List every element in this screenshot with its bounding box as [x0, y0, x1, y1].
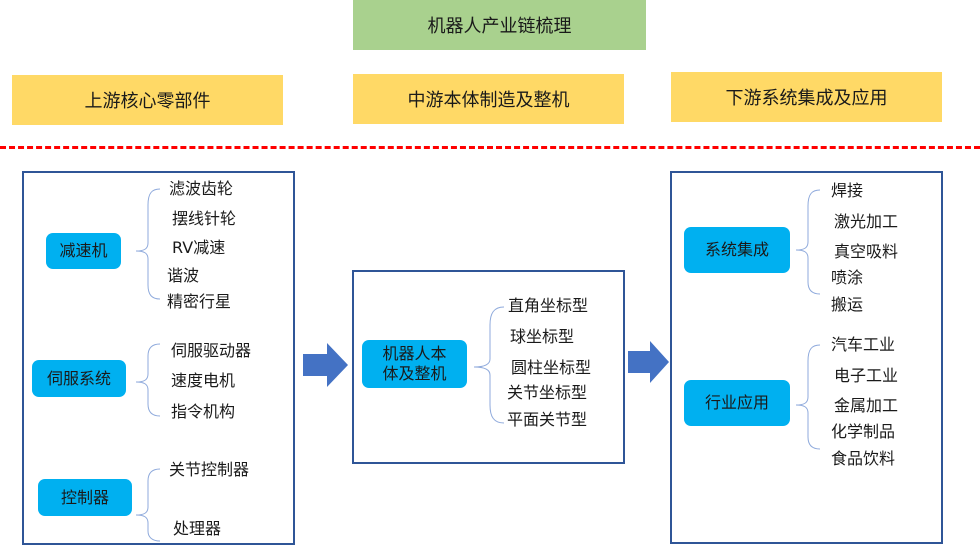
leaf-reducer-2: 摆线针轮: [172, 209, 237, 228]
leaf-integration-4: 喷涂: [831, 268, 864, 287]
node-industry-application: 行业应用: [684, 380, 790, 426]
node-robot-body: 机器人本 体及整机: [362, 340, 467, 388]
node-servo-label: 伺服系统: [46, 368, 111, 388]
leaf-reducer-1: 滤波齿轮: [169, 179, 234, 198]
leaf-integration-1: 焊接: [831, 181, 864, 200]
arrow-midstream-to-downstream: [628, 341, 669, 383]
leaf-robot-type-1: 直角坐标型: [508, 296, 589, 315]
brace-industry-application: [795, 344, 821, 450]
stage-upstream-label: 上游核心零部件: [84, 91, 211, 112]
brace-controller-path: [135, 468, 161, 542]
node-reducer: 减速机: [46, 233, 121, 269]
brace-reducer: [135, 188, 161, 300]
leaf-integration-3: 真空吸料: [834, 242, 899, 261]
leaf-reducer-4: 谐波: [167, 266, 200, 285]
leaf-servo-2: 速度电机: [171, 371, 236, 390]
leaf-industry-2: 电子工业: [834, 366, 899, 385]
brace-robot-body: [473, 306, 505, 424]
node-robot-body-line-2: 体及整机: [382, 364, 447, 383]
node-robot-body-line-1: 机器人本: [382, 344, 447, 363]
leaf-servo-1: 伺服驱动器: [171, 341, 252, 360]
node-controller: 控制器: [38, 479, 132, 516]
leaf-integration-2: 激光加工: [834, 212, 899, 231]
node-system-integration-label: 系统集成: [704, 240, 769, 259]
dashed-divider: [0, 146, 980, 149]
leaf-robot-type-2: 球坐标型: [510, 327, 575, 346]
node-controller-label: 控制器: [60, 487, 109, 507]
node-servo: 伺服系统: [32, 360, 126, 397]
leaf-controller-2: 处理器: [173, 519, 222, 538]
brace-servo: [135, 343, 161, 417]
stage-midstream-label: 中游本体制造及整机: [407, 90, 570, 111]
brace-system-integration: [795, 189, 821, 295]
leaf-industry-4: 化学制品: [831, 422, 896, 441]
brace-servo-path: [135, 343, 161, 417]
stage-midstream-header: 中游本体制造及整机: [353, 74, 624, 124]
leaf-robot-type-3: 圆柱坐标型: [511, 358, 592, 377]
leaf-reducer-3: RV减速: [172, 238, 226, 257]
brace-industry-application-path: [795, 344, 821, 450]
diagram-title-text: 机器人产业链梳理: [427, 16, 572, 37]
stage-downstream-header: 下游系统集成及应用: [671, 72, 942, 122]
brace-system-integration-path: [795, 189, 821, 295]
diagram-title: 机器人产业链梳理: [353, 0, 646, 50]
leaf-industry-5: 食品饮料: [831, 449, 896, 468]
leaf-servo-3: 指令机构: [171, 402, 236, 421]
leaf-controller-1: 关节控制器: [169, 460, 250, 479]
brace-reducer-path: [135, 188, 161, 300]
leaf-robot-type-5: 平面关节型: [507, 410, 588, 429]
leaf-robot-type-4: 关节坐标型: [507, 383, 588, 402]
brace-controller: [135, 468, 161, 542]
leaf-integration-5: 搬运: [831, 295, 864, 314]
leaf-industry-1: 汽车工业: [831, 335, 896, 354]
leaf-industry-3: 金属加工: [834, 396, 899, 415]
node-industry-application-label: 行业应用: [704, 393, 769, 412]
stage-upstream-header: 上游核心零部件: [12, 75, 283, 125]
node-reducer-label: 减速机: [59, 241, 108, 260]
node-system-integration: 系统集成: [684, 227, 790, 273]
leaf-reducer-5: 精密行星: [167, 292, 232, 311]
brace-robot-body-path: [473, 306, 505, 424]
stage-downstream-label: 下游系统集成及应用: [725, 88, 888, 109]
arrow-upstream-to-midstream: [303, 343, 348, 387]
